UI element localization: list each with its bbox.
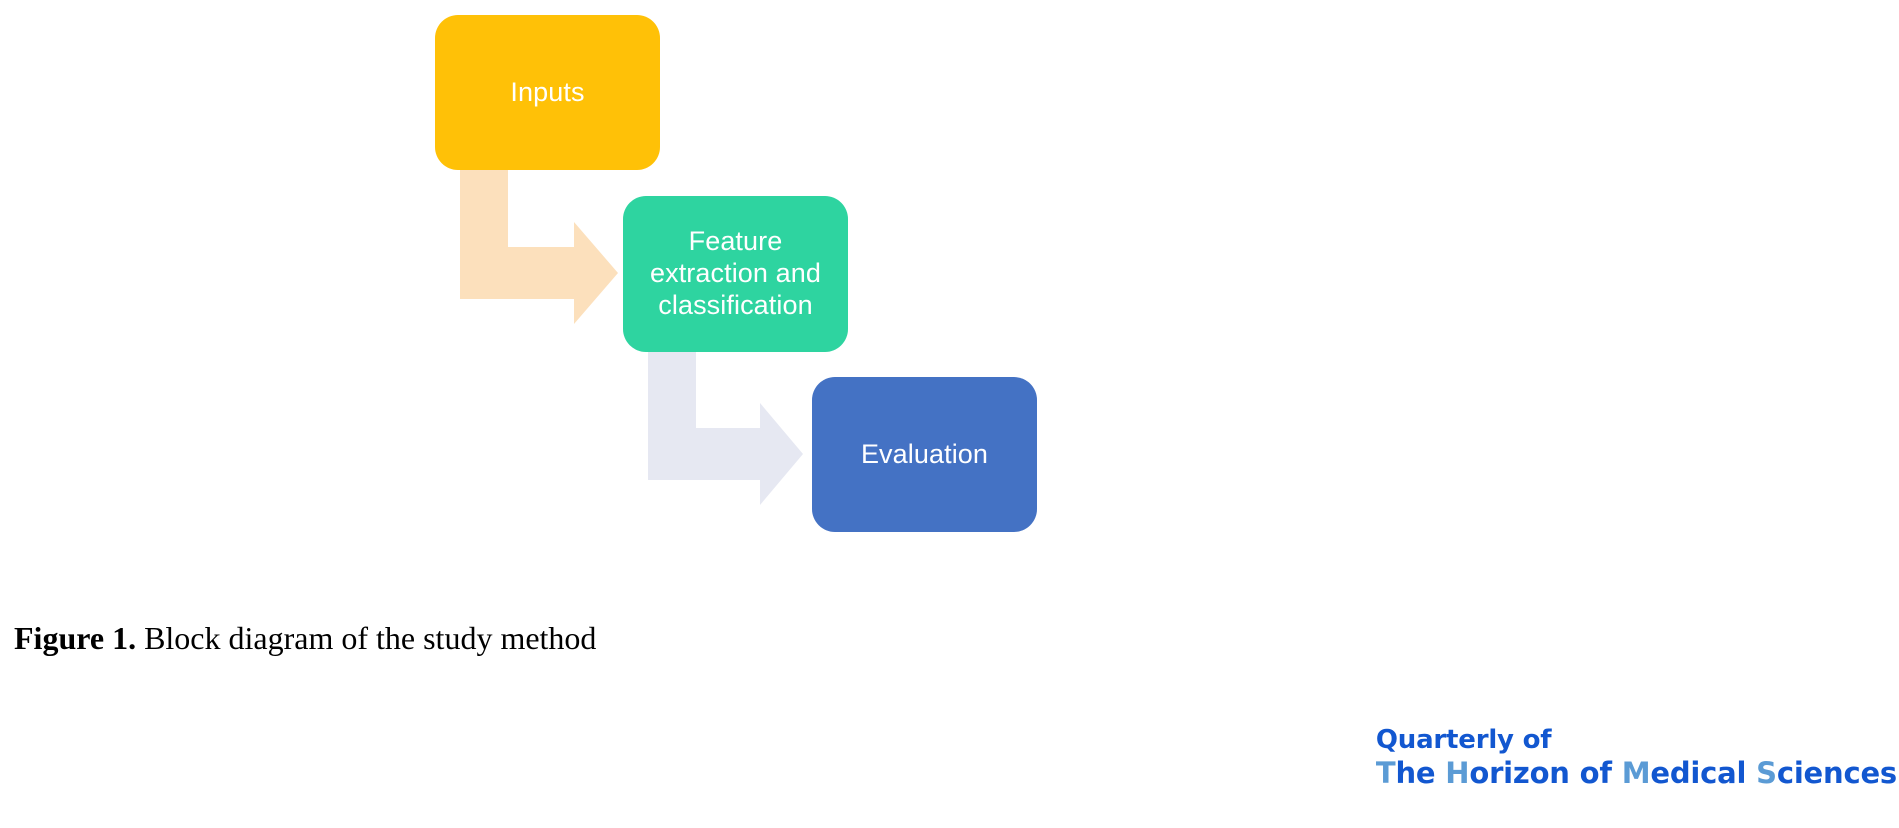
arrow-inputs-to-feature	[460, 170, 618, 324]
node-feature-extraction-label: Feature extraction and classification	[649, 226, 821, 320]
node-feature-extraction: Feature extraction and classification	[623, 196, 848, 352]
node-inputs-label: Inputs	[510, 76, 585, 107]
arrow-feature-to-evaluation	[648, 352, 803, 505]
figure-caption-text: Block diagram of the study method	[136, 620, 597, 656]
figure-caption: Figure 1. Block diagram of the study met…	[14, 620, 596, 657]
journal-logo-line1: Quarterly of	[1375, 725, 1552, 755]
node-inputs: Inputs	[435, 15, 660, 170]
journal-logo: Quarterly of The Horizon of Medical Scie…	[1376, 725, 1897, 790]
node-evaluation: Evaluation	[812, 377, 1037, 532]
figure-caption-number: Figure 1.	[14, 620, 137, 656]
node-evaluation-label: Evaluation	[860, 438, 989, 469]
journal-logo-line2: The Horizon of Medical Sciences	[1375, 755, 1897, 790]
